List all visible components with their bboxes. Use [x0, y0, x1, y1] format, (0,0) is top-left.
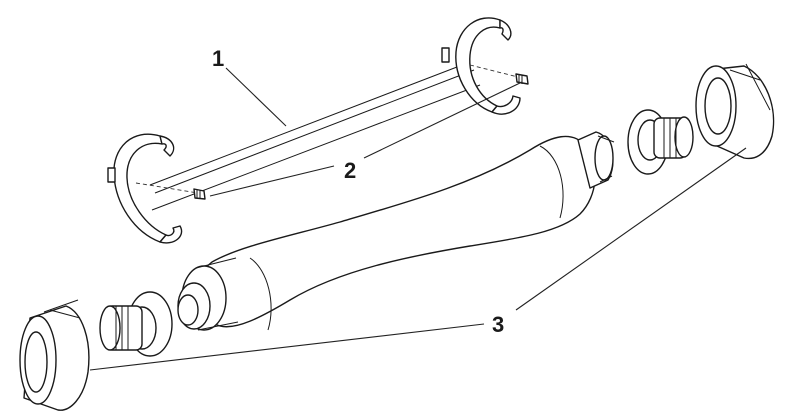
leader-1 — [225, 67, 287, 127]
left-adapter — [99, 291, 173, 357]
right-adapter — [627, 109, 694, 175]
mounting-bracket — [107, 17, 521, 244]
filter-cartridge — [177, 131, 615, 331]
union-nut-left — [19, 299, 90, 411]
mounting-screws — [135, 64, 529, 200]
union-nut-right — [695, 63, 775, 160]
callout-2: 2 — [344, 158, 356, 183]
callout-1: 1 — [212, 46, 224, 71]
leader-2a — [209, 165, 335, 197]
leader-3a — [89, 323, 485, 371]
callout-3: 3 — [492, 312, 504, 337]
leader-lines — [89, 67, 747, 371]
leader-3b — [515, 147, 747, 311]
leader-2b — [363, 81, 523, 159]
